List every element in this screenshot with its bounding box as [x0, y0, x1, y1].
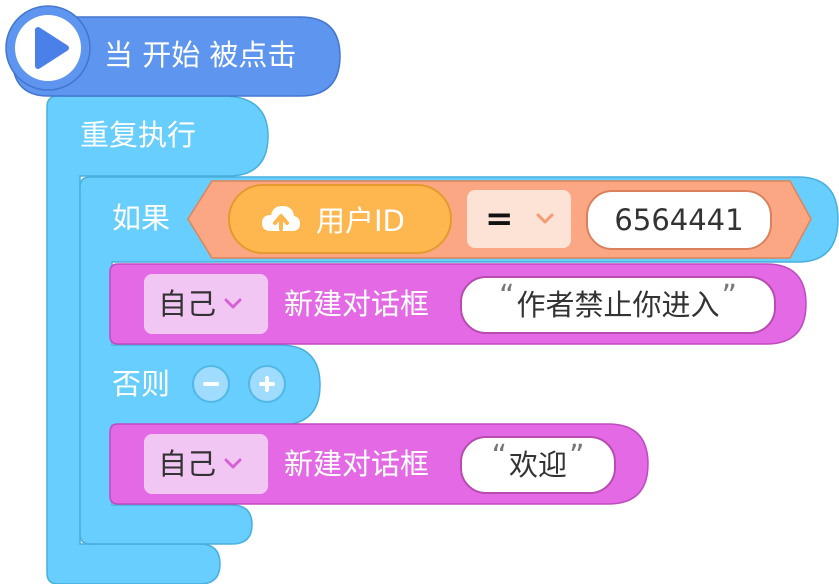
else-text-value: 欢迎: [508, 447, 567, 482]
open-quote: “: [491, 439, 507, 474]
else-target-value: 自己: [158, 446, 217, 481]
else-action-verb: 新建对话框: [284, 447, 430, 481]
comparison-value-input[interactable]: 6564441: [586, 190, 772, 250]
operator-value: =: [485, 199, 514, 239]
then-action-verb: 新建对话框: [284, 287, 430, 321]
comparison-value: 6564441: [614, 202, 744, 237]
close-quote: ”: [721, 279, 738, 314]
hat-block-label: 当 开始 被点击: [104, 38, 297, 72]
close-quote: ”: [569, 439, 585, 474]
then-text-value: 作者禁止你进入: [516, 287, 720, 322]
add-branch-button[interactable]: [248, 365, 286, 403]
if-label: 如果: [112, 201, 171, 235]
chevron-down-icon: [224, 298, 242, 310]
else-label: 否则: [112, 367, 171, 401]
plus-icon: [258, 375, 276, 393]
then-target-value: 自己: [158, 286, 217, 321]
chevron-down-icon: [224, 458, 242, 470]
cloud-upload-icon: [260, 203, 302, 235]
then-target-dropdown[interactable]: 自己: [144, 274, 268, 334]
loop-block-body[interactable]: [46, 95, 269, 584]
minus-icon: [202, 375, 220, 393]
else-target-dropdown[interactable]: 自己: [144, 434, 268, 494]
variable-name: 用户ID: [316, 204, 405, 238]
else-text-input[interactable]: “ 欢迎 ”: [460, 436, 616, 494]
cloud-variable-reporter[interactable]: 用户ID: [228, 184, 452, 254]
remove-branch-button[interactable]: [192, 365, 230, 403]
chevron-down-icon: [536, 213, 554, 225]
play-icon: [35, 27, 69, 69]
then-text-input[interactable]: “ 作者禁止你进入 ”: [460, 276, 776, 334]
operator-dropdown[interactable]: =: [467, 190, 571, 248]
loop-block-label: 重复执行: [80, 118, 197, 152]
open-quote: “: [498, 279, 515, 314]
